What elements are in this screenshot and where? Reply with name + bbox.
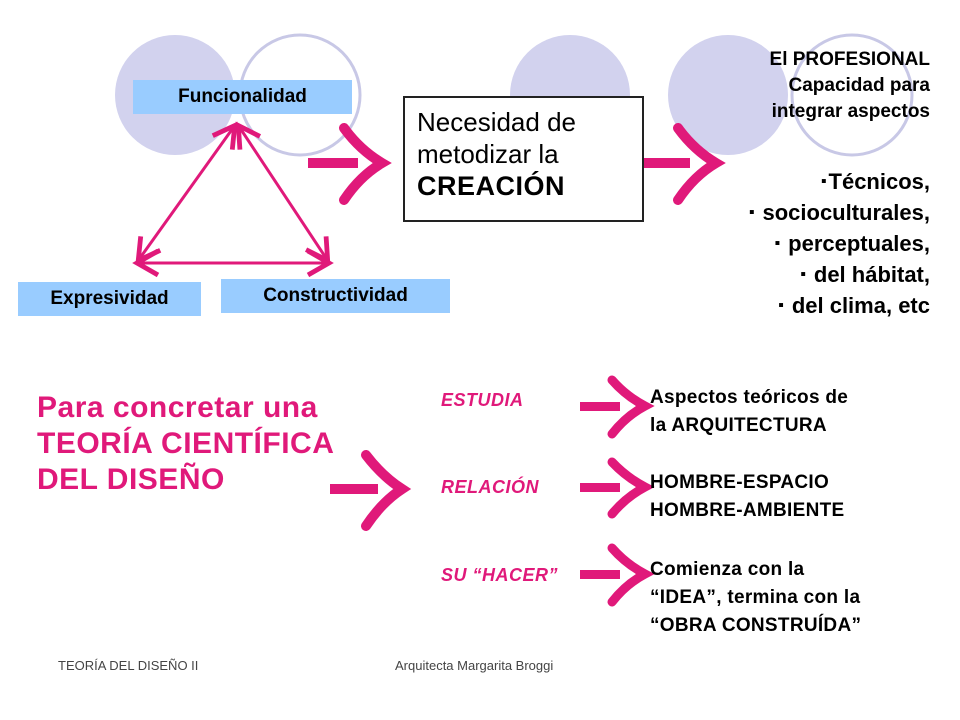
creacion-line-1: Necesidad de bbox=[417, 107, 576, 137]
aspect-item: del hábitat, bbox=[749, 259, 930, 290]
creacion-line-2: metodizar la bbox=[417, 139, 559, 169]
big-arrow bbox=[642, 123, 726, 205]
theory-title-line-1: Para concretar una bbox=[37, 391, 318, 424]
result-relacion: HOMBRE-ESPACIO HOMBRE-AMBIENTE bbox=[650, 469, 845, 525]
triangle-arrows bbox=[132, 121, 334, 278]
funcionalidad-label: Funcionalidad bbox=[133, 80, 352, 114]
result-line: Comienza con la bbox=[650, 559, 805, 580]
row-arrow bbox=[580, 457, 655, 519]
aspect-item: perceptuales, bbox=[749, 228, 930, 259]
decor-circle bbox=[668, 35, 788, 155]
aspect-item: Técnicos, bbox=[749, 166, 930, 197]
verb-su-hacer: SU “HACER” bbox=[441, 565, 559, 585]
profesional-line-1: El PROFESIONAL bbox=[769, 49, 930, 70]
arrow-funcionalidad-constructividad bbox=[235, 121, 331, 265]
row-arrow bbox=[580, 543, 655, 607]
footer-left: TEORÍA DEL DISEÑO II bbox=[58, 658, 199, 673]
expresividad-label: Expresividad bbox=[18, 282, 201, 316]
result-su-hacer: Comienza con la “IDEA”, termina con la “… bbox=[650, 556, 861, 640]
aspects-list: Técnicos, socioculturales, perceptuales,… bbox=[749, 166, 930, 321]
creacion-line-3: CREACIÓN bbox=[417, 171, 566, 201]
result-line: “OBRA CONSTRUÍDA” bbox=[650, 615, 862, 636]
theory-title-line-3: DEL DISEÑO bbox=[37, 463, 225, 496]
result-line: HOMBRE-AMBIENTE bbox=[650, 500, 845, 521]
result-line: “IDEA”, termina con la bbox=[650, 587, 861, 608]
profesional-text: El PROFESIONAL Capacidad para integrar a… bbox=[770, 47, 930, 125]
profesional-line-3: integrar aspectos bbox=[771, 101, 930, 122]
necesidad-creacion-box: Necesidad de metodizar la CREACIÓN bbox=[403, 96, 644, 222]
footer-author: Arquitecta Margarita Broggi bbox=[395, 658, 554, 673]
big-arrow bbox=[330, 450, 412, 531]
aspect-item: del clima, etc bbox=[749, 290, 930, 321]
verb-relacion: RELACIÓN bbox=[441, 477, 539, 497]
result-line: la ARQUITECTURA bbox=[650, 415, 827, 436]
theory-title: Para concretar una TEORÍA CIENTÍFICA DEL… bbox=[37, 390, 334, 498]
arrow-funcionalidad-expresividad bbox=[135, 121, 238, 265]
result-estudia: Aspectos teóricos de la ARQUITECTURA bbox=[650, 384, 848, 440]
profesional-line-2: Capacidad para bbox=[788, 75, 931, 96]
result-line: Aspectos teóricos de bbox=[650, 387, 849, 408]
aspect-item: socioculturales, bbox=[749, 197, 930, 228]
theory-title-line-2: TEORÍA CIENTÍFICA bbox=[37, 427, 335, 460]
row-arrow bbox=[580, 375, 655, 439]
constructividad-label: Constructividad bbox=[221, 279, 450, 313]
decor-circle bbox=[790, 33, 914, 157]
verb-estudia: ESTUDIA bbox=[441, 390, 524, 410]
result-line: HOMBRE-ESPACIO bbox=[650, 472, 830, 493]
big-arrow bbox=[308, 123, 392, 205]
